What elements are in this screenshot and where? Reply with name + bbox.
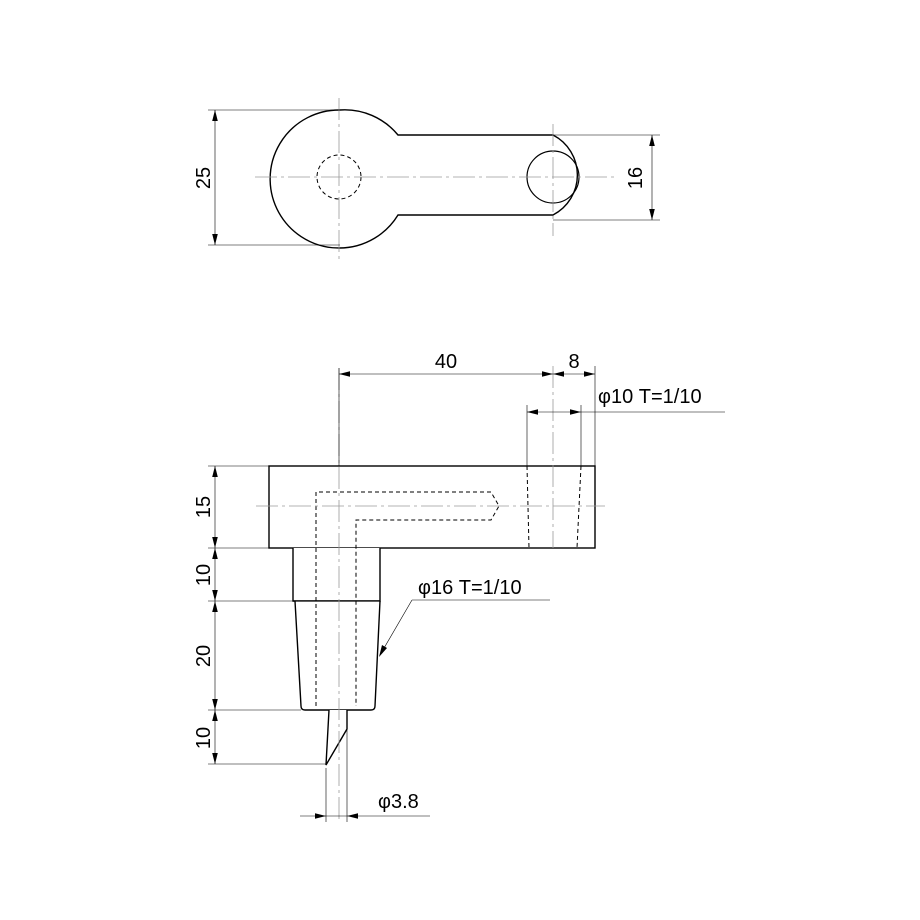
- dimension-15: 15: [193, 465, 269, 549]
- dim-text-15: 15: [193, 496, 215, 518]
- pin: [325, 709, 348, 766]
- front-view: 40 8 φ10 T=1/10 15: [193, 351, 725, 822]
- note-shank-taper: φ16 T=1/10: [379, 577, 550, 657]
- dimension-10-pin: 10: [193, 710, 326, 765]
- dimension-25: 25: [193, 109, 340, 246]
- note-text-hole-taper: φ10 T=1/10: [598, 386, 702, 408]
- hidden-bore: [315, 491, 500, 706]
- note-hole-taper: φ10 T=1/10: [526, 386, 725, 466]
- dimension-10-shank: 10: [193, 548, 293, 602]
- dim-text-10-shank: 10: [193, 564, 215, 586]
- dimension-8: 8: [553, 351, 596, 466]
- dim-text-16: 16: [625, 167, 647, 189]
- dim-text-25: 25: [193, 167, 215, 189]
- dimension-40: 40: [338, 351, 553, 466]
- dim-text-8: 8: [568, 351, 579, 373]
- dimension-16: 16: [553, 134, 660, 221]
- shank-straight: [292, 548, 381, 602]
- dim-text-10-pin: 10: [193, 727, 215, 749]
- lever-block: [268, 465, 596, 549]
- note-text-shank-taper: φ16 T=1/10: [418, 577, 522, 599]
- top-view: 25 16: [193, 98, 660, 262]
- note-pin-diameter: φ3.8: [300, 730, 430, 822]
- dim-text-40: 40: [435, 351, 457, 373]
- dimension-20: 20: [193, 601, 301, 711]
- note-text-pin-diameter: φ3.8: [378, 791, 419, 813]
- dim-text-20: 20: [193, 645, 215, 667]
- lever-outline: [269, 109, 579, 249]
- shank-taper: [294, 600, 381, 711]
